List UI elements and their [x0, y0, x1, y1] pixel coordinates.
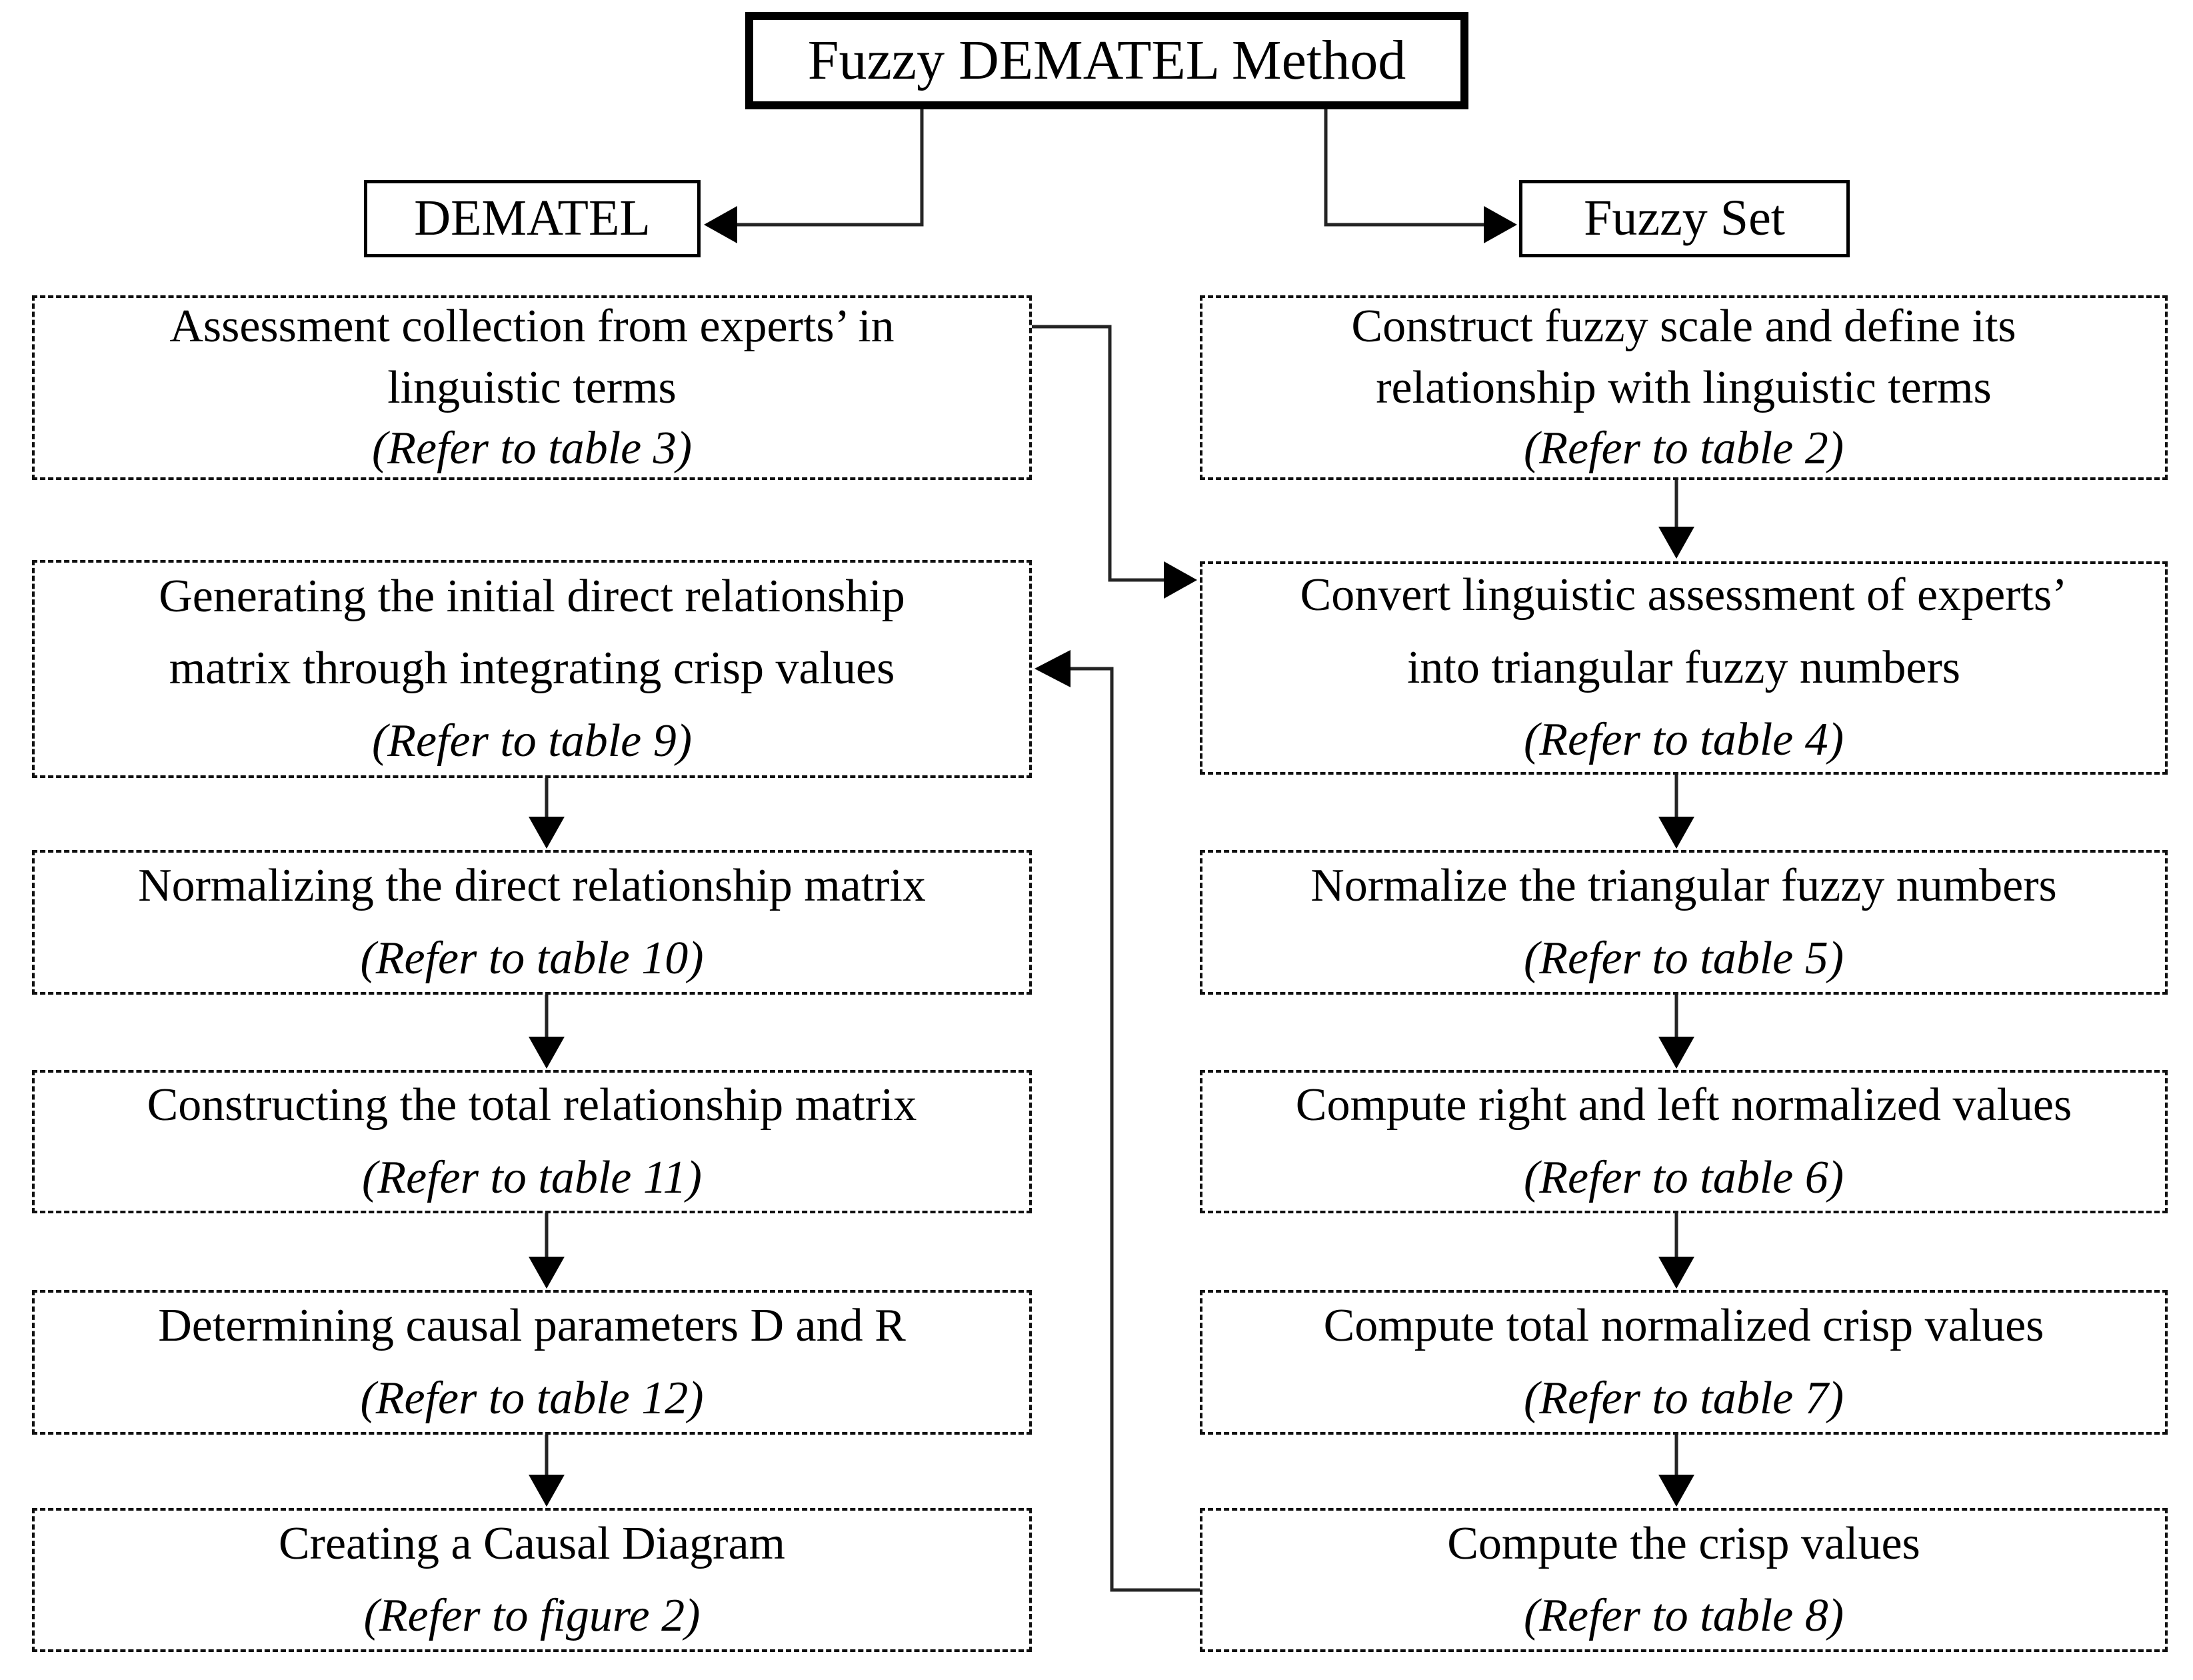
step-normalizing-direct-matrix: Normalizing the direct relationship matr… [32, 850, 1032, 995]
connector-crisp-to-generating [1071, 667, 1200, 1592]
connector-title-to-fuzzyset [1324, 109, 1502, 227]
step-reference: (Refer to table 3) [371, 423, 693, 475]
step-constructing-total-matrix: Constructing the total relationship matr… [32, 1070, 1032, 1213]
arrowhead-right-convert [1164, 561, 1197, 599]
step-reference: (Refer to table 2) [1523, 423, 1844, 475]
step-compute-right-left-normalized: Compute right and left normalized values… [1200, 1070, 2168, 1213]
step-compute-crisp-values: Compute the crisp values (Refer to table… [1200, 1508, 2168, 1652]
step-convert-linguistic-assessment: Convert linguistic assessment of experts… [1200, 561, 2168, 775]
arrowhead-down-l5 [529, 1257, 565, 1289]
branch-label-dematel: DEMATEL [414, 190, 651, 247]
step-creating-causal-diagram: Creating a Causal Diagram (Refer to figu… [32, 1508, 1032, 1652]
branch-label-fuzzy-set: Fuzzy Set [1584, 190, 1785, 247]
arrowhead-down-r5 [1658, 1257, 1694, 1289]
step-text: Generating the initial direct relationsh… [159, 570, 905, 695]
step-text: Construct fuzzy scale and define its rel… [1351, 300, 2016, 413]
step-reference: (Refer to table 5) [1523, 932, 1844, 984]
arrowhead-down-l3 [529, 817, 565, 849]
arrowhead-down-l4 [529, 1037, 565, 1069]
step-generating-initial-matrix: Generating the initial direct relationsh… [32, 560, 1032, 778]
branch-box-dematel: DEMATEL [364, 180, 701, 257]
arrowhead-left-generating [1035, 650, 1071, 687]
arrowhead-down-r4 [1658, 1037, 1694, 1069]
step-reference: (Refer to table 8) [1523, 1590, 1844, 1641]
step-compute-total-normalized-crisp: Compute total normalized crisp values (R… [1200, 1290, 2168, 1435]
step-text: Determining causal parameters D and R [158, 1300, 906, 1351]
step-text: Compute total normalized crisp values [1323, 1300, 2044, 1351]
arrowhead-left-dematel [704, 206, 737, 243]
connector-title-to-dematel [719, 109, 924, 227]
step-reference: (Refer to table 7) [1523, 1372, 1844, 1424]
step-assessment-collection: Assessment collection from experts’ in l… [32, 295, 1032, 480]
step-reference: (Refer to table 4) [1523, 714, 1844, 766]
step-construct-fuzzy-scale: Construct fuzzy scale and define its rel… [1200, 295, 2168, 480]
step-reference: (Refer to table 6) [1523, 1151, 1844, 1203]
arrowhead-right-fuzzyset [1484, 206, 1517, 243]
title-box: Fuzzy DEMATEL Method [745, 12, 1468, 109]
step-normalize-triangular-fuzzy: Normalize the triangular fuzzy numbers (… [1200, 850, 2168, 995]
step-text: Convert linguistic assessment of experts… [1300, 569, 2068, 693]
branch-box-fuzzy-set: Fuzzy Set [1519, 180, 1850, 257]
step-determining-causal-parameters: Determining causal parameters D and R (R… [32, 1290, 1032, 1435]
step-reference: (Refer to figure 2) [363, 1590, 701, 1641]
arrowhead-down-r6 [1658, 1475, 1694, 1507]
step-text: Normalizing the direct relationship matr… [138, 860, 926, 911]
step-text: Creating a Causal Diagram [278, 1517, 786, 1569]
step-reference: (Refer to table 9) [371, 715, 693, 767]
step-reference: (Refer to table 10) [360, 932, 704, 984]
step-text: Assessment collection from experts’ in l… [169, 300, 895, 413]
step-reference: (Refer to table 11) [362, 1151, 702, 1203]
connector-assessment-to-convert [1032, 325, 1165, 582]
diagram-title: Fuzzy DEMATEL Method [807, 29, 1406, 91]
step-text: Constructing the total relationship matr… [147, 1079, 917, 1131]
arrowhead-down-r2 [1658, 527, 1694, 559]
step-text: Compute the crisp values [1447, 1517, 1920, 1569]
arrowhead-down-r3 [1658, 817, 1694, 849]
step-text: Normalize the triangular fuzzy numbers [1310, 860, 2057, 911]
arrowhead-down-l6 [529, 1475, 565, 1507]
step-text: Compute right and left normalized values [1295, 1079, 2072, 1131]
step-reference: (Refer to table 12) [360, 1372, 704, 1424]
